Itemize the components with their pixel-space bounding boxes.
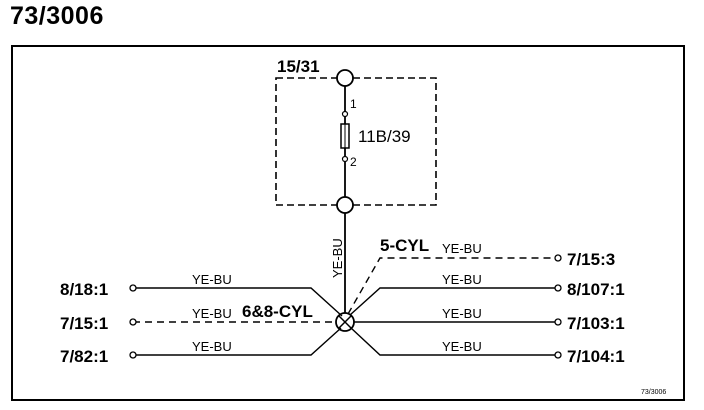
terminal-8-107-1-dot	[554, 284, 562, 292]
terminal-7-82-1-dot	[129, 351, 137, 359]
terminal-7-15-1: 7/15:1	[60, 314, 108, 333]
terminal-7-15-3: 7/15:3	[567, 250, 615, 269]
splice-cross-b	[338, 315, 352, 329]
wire-7-15-3	[347, 257, 556, 315]
wire-7-104-1	[350, 327, 556, 356]
wire-8-107-1	[349, 287, 556, 316]
wire-7-82-1	[133, 327, 342, 356]
terminal-7-104-1: 7/104:1	[567, 347, 625, 366]
fuse-pin-2-dot	[341, 155, 349, 163]
terminal-8-18-1: 8/18:1	[60, 280, 108, 299]
wire-color-7-82-1: YE-BU	[192, 339, 232, 354]
terminal-8-18-1-dot	[129, 284, 137, 292]
wire-color-7-15-3: YE-BU	[442, 241, 482, 256]
fuse-label: 11B/39	[358, 127, 411, 146]
bottom-connector-circle	[336, 196, 354, 214]
terminal-7-103-1: 7/103:1	[567, 314, 625, 333]
five-cyl-label: 5-CYL	[380, 236, 429, 255]
fuse-pin-2-label: 2	[350, 155, 357, 169]
page-title: 73/3006	[10, 2, 104, 30]
wire-color-8-107-1: YE-BU	[442, 272, 482, 287]
wire-color-7-104-1: YE-BU	[442, 339, 482, 354]
wire-8-18-1	[133, 287, 343, 317]
terminal-7-104-1-dot	[554, 351, 562, 359]
fuse-pin-1-dot	[341, 110, 349, 118]
terminal-7-82-1: 7/82:1	[60, 347, 108, 366]
terminal-7-15-3-dot	[554, 254, 562, 262]
six-eight-cyl-label: 6&8-CYL	[242, 302, 313, 321]
trunk-wire-color: YE-BU	[330, 238, 345, 278]
diagram-frame	[11, 45, 685, 401]
terminal-8-107-1: 8/107:1	[567, 280, 625, 299]
fuse-pin-1-label: 1	[350, 97, 357, 111]
terminal-7-15-1-dot	[129, 318, 137, 326]
terminal-7-103-1-dot	[554, 318, 562, 326]
wire-color-7-103-1: YE-BU	[442, 306, 482, 321]
fuse-box-outline	[275, 77, 437, 206]
fuse-box-label: 15/31	[277, 57, 320, 76]
ref-code: 73/3006	[641, 389, 666, 396]
wire-color-8-18-1: YE-BU	[192, 272, 232, 287]
top-connector-circle	[336, 69, 354, 87]
wire-color-7-15-1: YE-BU	[192, 306, 232, 321]
